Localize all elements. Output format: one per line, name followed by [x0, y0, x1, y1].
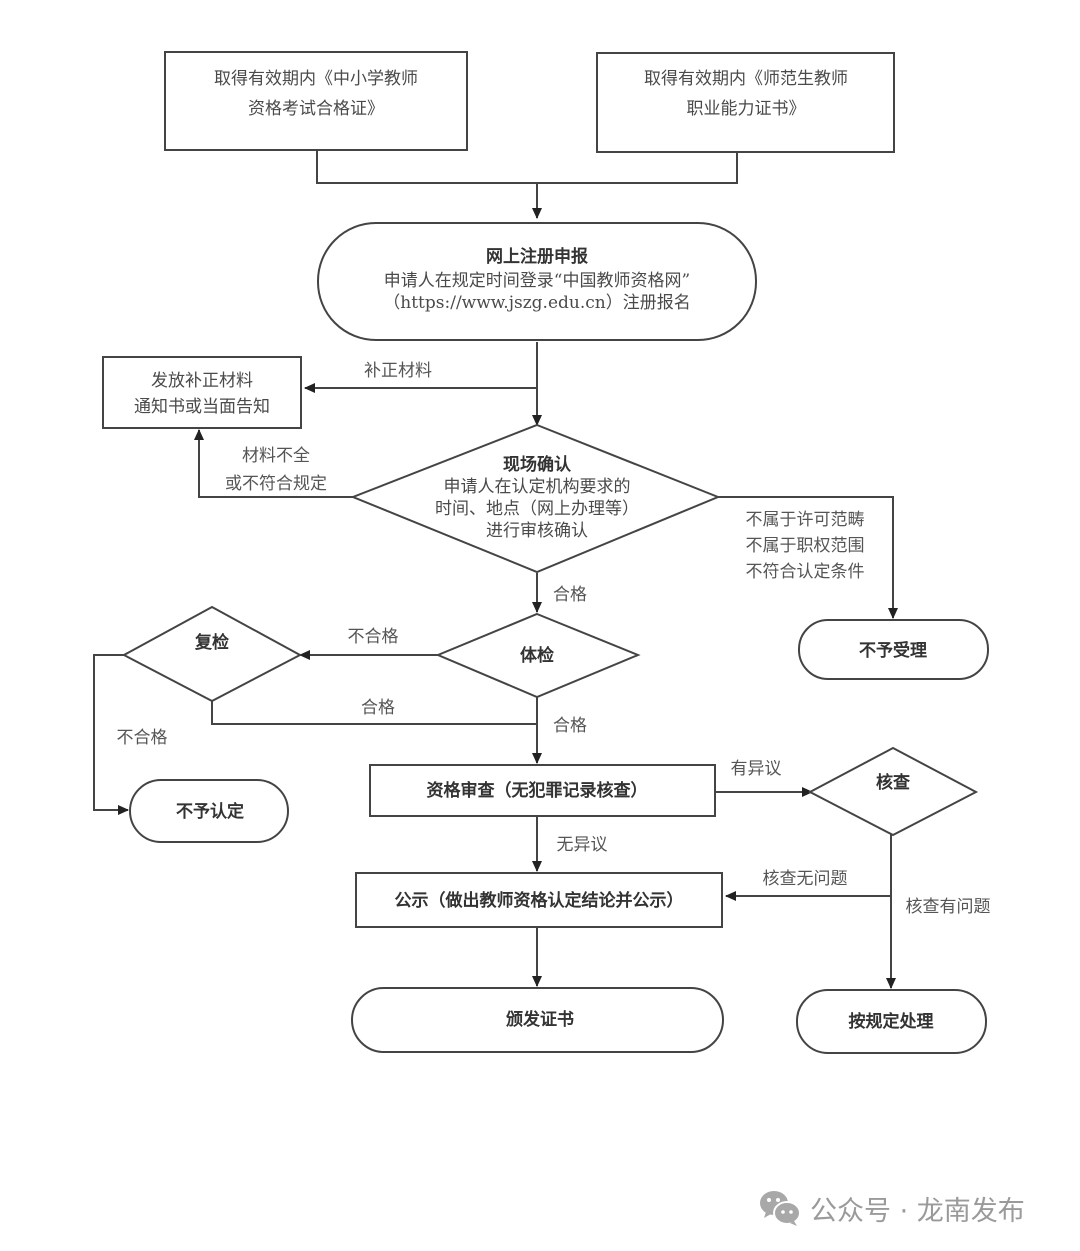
- label-out-of-scope: 不属于职权范围: [746, 536, 865, 556]
- node-text: 发放补正材料: [151, 371, 253, 391]
- node-text: 取得有效期内《师范生教师: [644, 69, 848, 89]
- label-out-of-scope: 不符合认定条件: [746, 562, 865, 582]
- node-not-certified: 不予认定: [129, 779, 289, 843]
- label-incomplete: 或不符合规定: [225, 474, 327, 494]
- watermark-text: 公众号 · 龙南发布: [810, 1195, 1025, 1227]
- label-out-of-scope: 不属于许可范畴: [746, 510, 865, 530]
- node-text: 核查: [876, 772, 911, 793]
- node-onsite-confirm: 现场确认 申请人在认定机构要求的 时间、地点（网上办理等） 进行审核确认: [350, 423, 721, 574]
- node-text: 通知书或当面告知: [134, 397, 270, 417]
- node-re-exam: 复检: [121, 605, 303, 703]
- node-text: 复检: [194, 632, 229, 653]
- label-fail: 不合格: [348, 627, 399, 647]
- node-title: 现场确认: [503, 454, 572, 475]
- label-incomplete: 材料不全: [242, 446, 310, 466]
- label-verify-problem: 核查有问题: [906, 897, 991, 917]
- node-text: 不予认定: [176, 801, 244, 822]
- node-supplement-notice: 发放补正材料 通知书或当面告知: [102, 356, 302, 429]
- node-not-accepted: 不予受理: [798, 619, 989, 680]
- label-pass: 合格: [553, 716, 587, 736]
- edge-out-of-scope: [718, 496, 898, 619]
- node-text: 资格考试合格证》: [248, 99, 384, 119]
- connectors: [93, 150, 898, 989]
- label-pass: 合格: [553, 585, 587, 605]
- label-no-objection: 无异议: [557, 835, 608, 855]
- label-verify-ok: 核查无问题: [763, 869, 848, 889]
- node-normal-certificate: 取得有效期内《师范生教师 职业能力证书》: [596, 52, 895, 153]
- node-issue-certificate: 颁发证书: [351, 987, 724, 1053]
- node-text: 申请人在认定机构要求的: [444, 477, 631, 497]
- node-text: 时间、地点（网上办理等）: [435, 499, 639, 519]
- node-exam-certificate: 取得有效期内《中小学教师 资格考试合格证》: [164, 51, 468, 151]
- label-supplement: 补正材料: [364, 361, 432, 381]
- node-text: 职业能力证书》: [687, 99, 806, 119]
- node-text: 取得有效期内《中小学教师: [214, 69, 418, 89]
- label-pass: 合格: [361, 698, 395, 718]
- node-text: 体检: [520, 645, 554, 666]
- node-online-register: 网上注册申报 申请人在规定时间登录“中国教师资格网” （https://www.…: [317, 222, 757, 341]
- node-text: 进行审核确认: [486, 521, 588, 541]
- edge-exam-merge: [316, 150, 738, 184]
- edge-reexam-pass: [211, 701, 537, 725]
- node-title: 网上注册申报: [486, 246, 588, 267]
- node-physical-exam: 体检: [435, 612, 641, 699]
- wechat-icon: [760, 1191, 801, 1226]
- node-text: 颁发证书: [506, 1009, 574, 1030]
- node-text: 不予受理: [859, 640, 927, 661]
- node-qualification-review: 资格审查（无犯罪记录核查）: [369, 764, 716, 817]
- edge-reexam-fail: [93, 654, 129, 815]
- node-text: 申请人在规定时间登录“中国教师资格网”: [384, 271, 690, 291]
- node-text: 按规定处理: [849, 1011, 934, 1032]
- watermark: 公众号 · 龙南发布: [758, 1188, 1025, 1228]
- edge-labels: 补正材料 材料不全 或不符合规定 不属于许可范畴 不属于职权范围 不符合认定条件…: [117, 361, 991, 917]
- node-text: （https://www.jszg.edu.cn）注册报名: [383, 293, 690, 313]
- node-publicity: 公示（做出教师资格认定结论并公示）: [355, 872, 723, 928]
- node-handle-per-rules: 按规定处理: [796, 989, 987, 1054]
- node-verification: 核查: [807, 746, 979, 837]
- label-fail: 不合格: [117, 728, 168, 748]
- label-objection: 有异议: [731, 759, 782, 779]
- node-text: 公示（做出教师资格认定结论并公示）: [395, 890, 684, 911]
- node-text: 资格审查（无犯罪记录核查）: [427, 780, 648, 801]
- edge-incomplete: [194, 429, 353, 498]
